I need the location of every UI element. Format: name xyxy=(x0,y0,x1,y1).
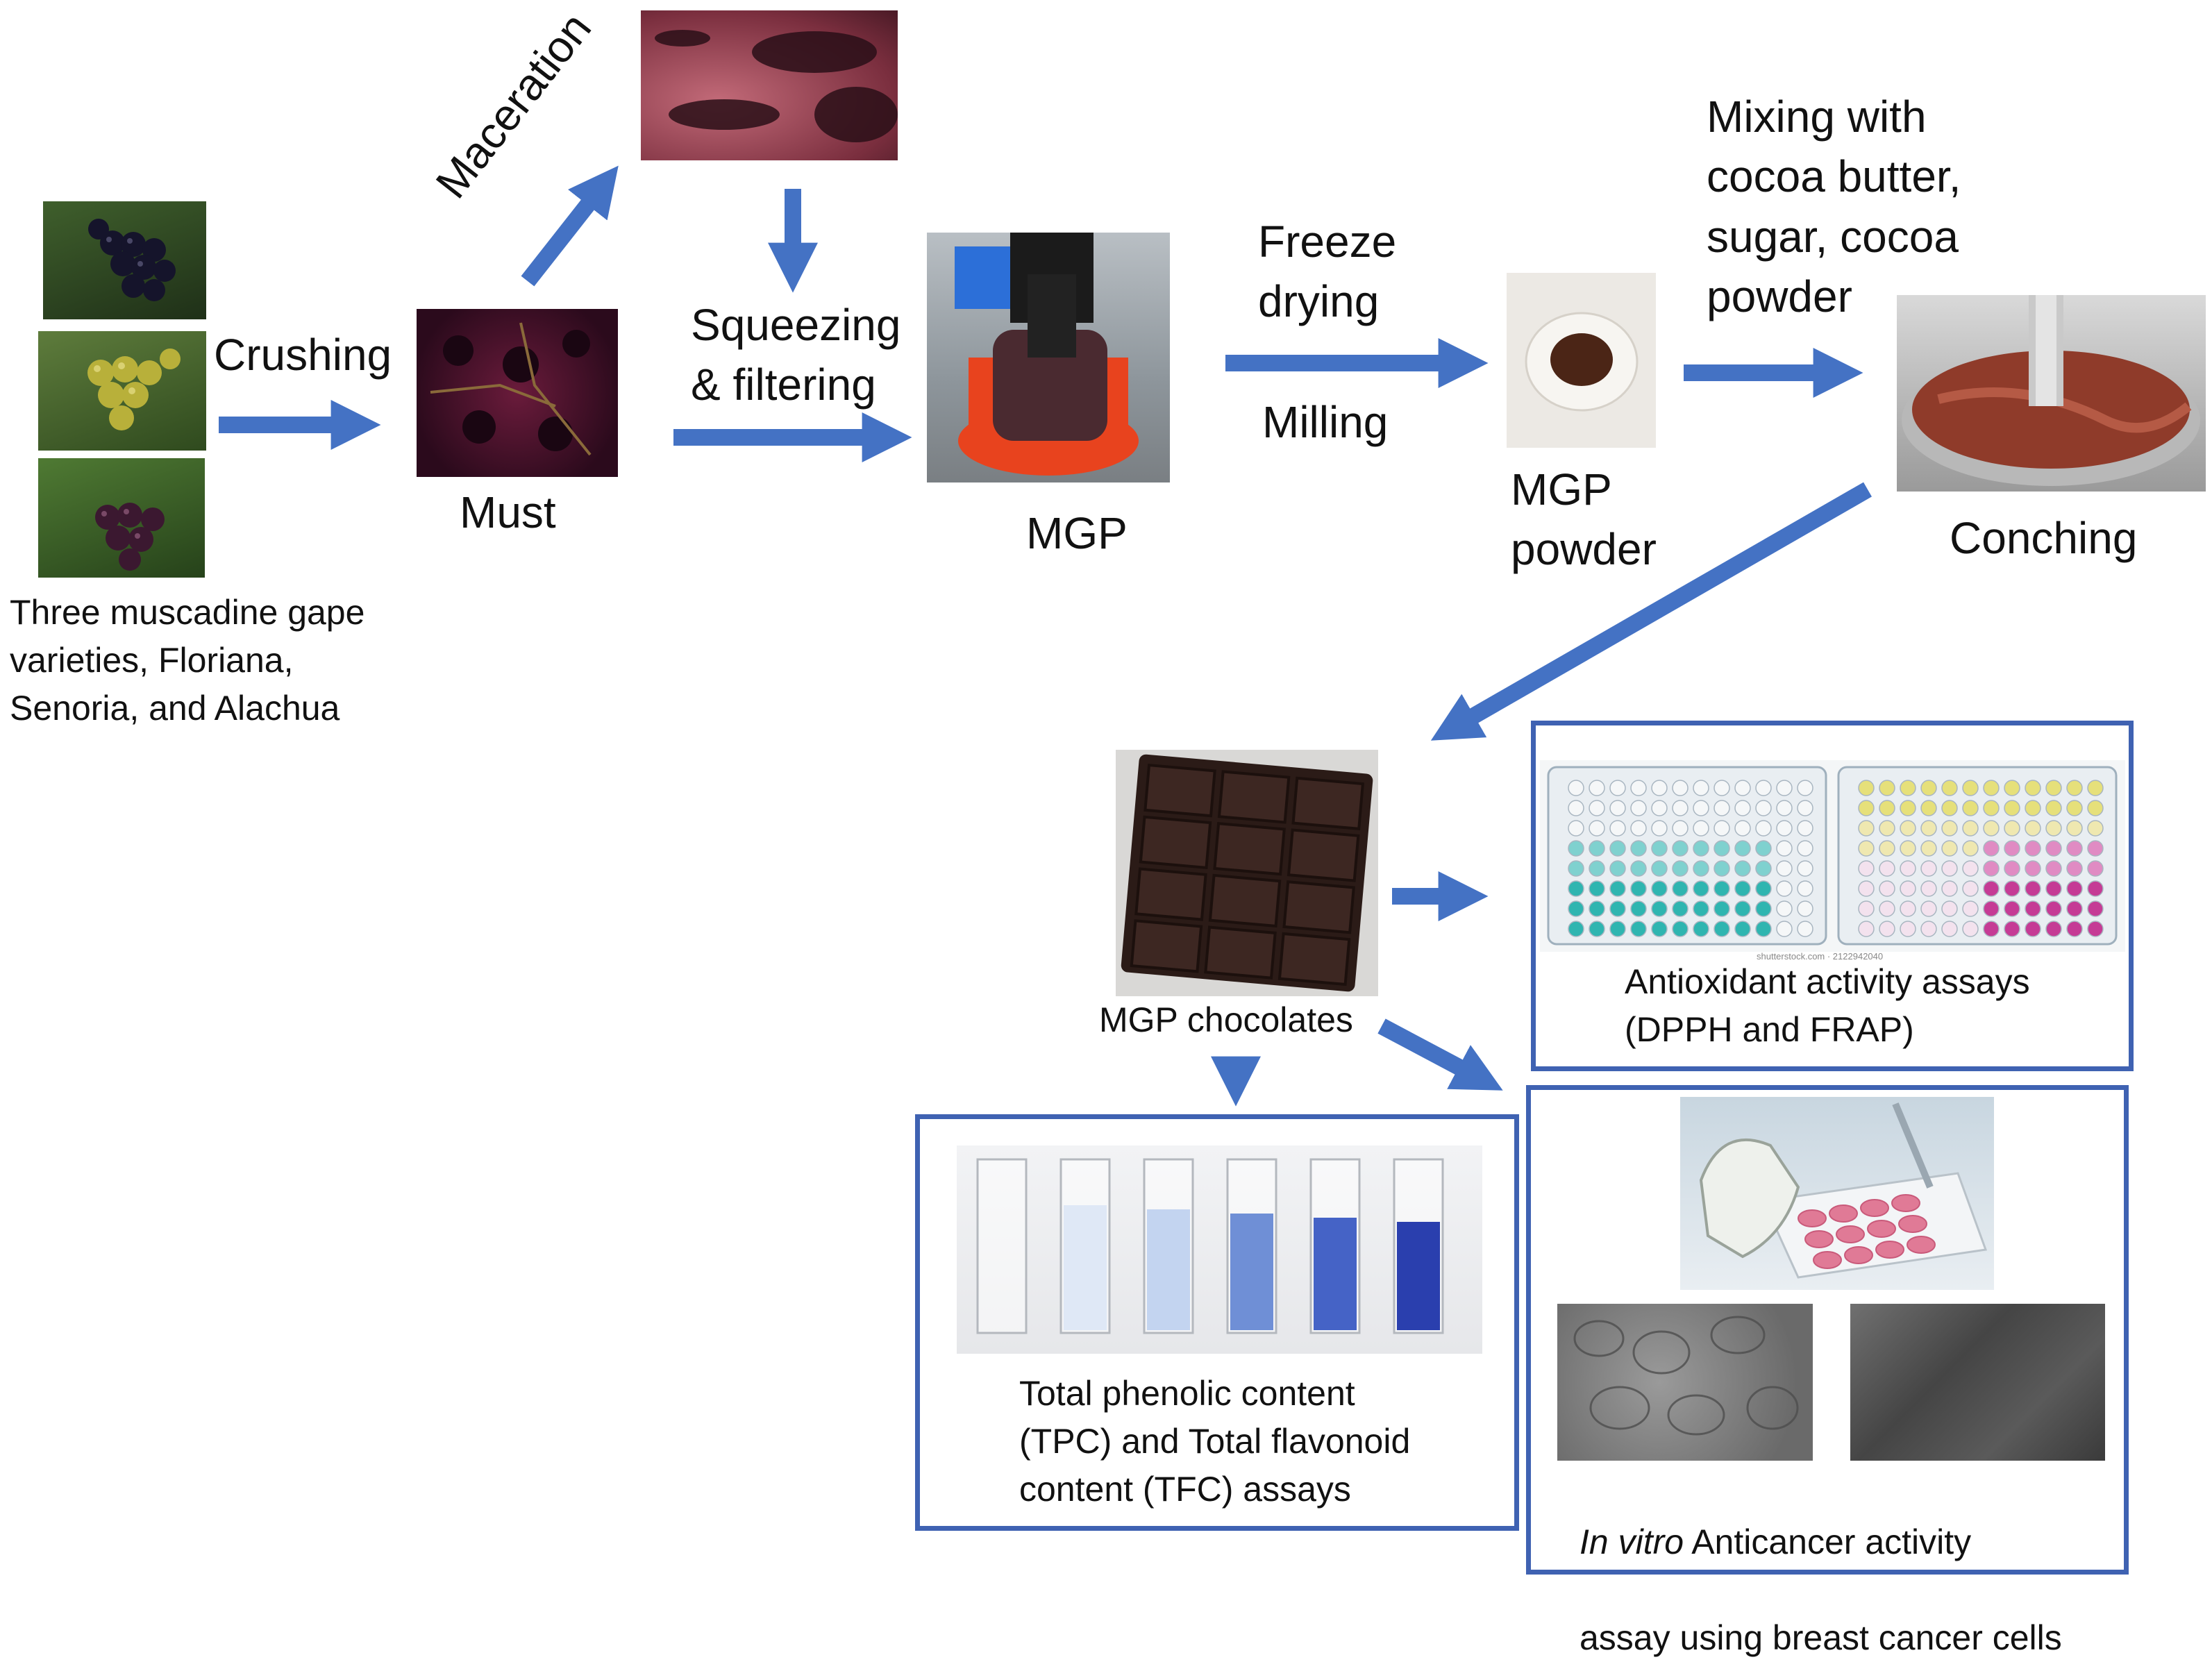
anticancer-italic: In vitro xyxy=(1580,1522,1684,1561)
anticancer-caption: In vitro Anticancer activity assay using… xyxy=(1580,1470,2062,1662)
conching-label: Conching xyxy=(1950,513,2138,563)
mixing-label: Mixing with cocoa butter, sugar, cocoa p… xyxy=(1707,92,1961,322)
cuvette-photo xyxy=(957,1145,1482,1354)
must-photo xyxy=(417,309,618,477)
chocolates-label: MGP chocolates xyxy=(1099,1000,1353,1039)
maceration-photo xyxy=(641,10,898,160)
arrow-maceration xyxy=(521,165,619,287)
squeezing-label: Squeezing & filtering xyxy=(691,300,901,410)
microscopy-photo xyxy=(1557,1304,1813,1461)
flow-arrows xyxy=(219,165,1872,1107)
powder-photo xyxy=(1507,273,1656,448)
anticancer-line2: assay using breast cancer cells xyxy=(1580,1618,2062,1657)
antioxidant-caption: Antioxidant activity assays (DPPH and FR… xyxy=(1625,962,2030,1049)
anticancer-assay-box xyxy=(1526,1085,2129,1575)
dark-grape-cluster-photo xyxy=(43,201,206,319)
crushing-label: Crushing xyxy=(214,330,392,380)
arrow-to-chocolate xyxy=(1430,482,1872,741)
phenolic-assay-box xyxy=(915,1114,1519,1531)
must-label: Must xyxy=(460,487,556,537)
mgp-label: MGP xyxy=(1026,508,1128,558)
mgp-powder-label: MGP powder xyxy=(1511,464,1657,575)
freeze-drying-label: Freeze drying xyxy=(1258,217,1397,327)
antioxidant-assay-box xyxy=(1531,721,2134,1071)
cell-culture-photo xyxy=(1680,1097,1994,1290)
microscopy-photo xyxy=(1850,1304,2105,1461)
microplate-photo xyxy=(1540,760,2125,952)
stock-watermark: shutterstock.com · 2122942040 xyxy=(1757,951,1884,962)
conching-photo xyxy=(1897,295,2206,492)
phenolic-caption: Total phenolic content (TPC) and Total f… xyxy=(1019,1374,1411,1509)
anticancer-rest: Anticancer activity xyxy=(1684,1522,1972,1561)
arrow-to-anticancer xyxy=(1377,1018,1503,1091)
bronze-grape-cluster-photo xyxy=(38,331,206,451)
milling-label: Milling xyxy=(1262,397,1389,447)
grapes-caption: Three muscadine gape varieties, Floriana… xyxy=(10,593,365,728)
purple-grape-cluster-photo xyxy=(38,458,205,578)
chocolate-photo xyxy=(1116,750,1378,996)
press-photo xyxy=(927,233,1170,482)
